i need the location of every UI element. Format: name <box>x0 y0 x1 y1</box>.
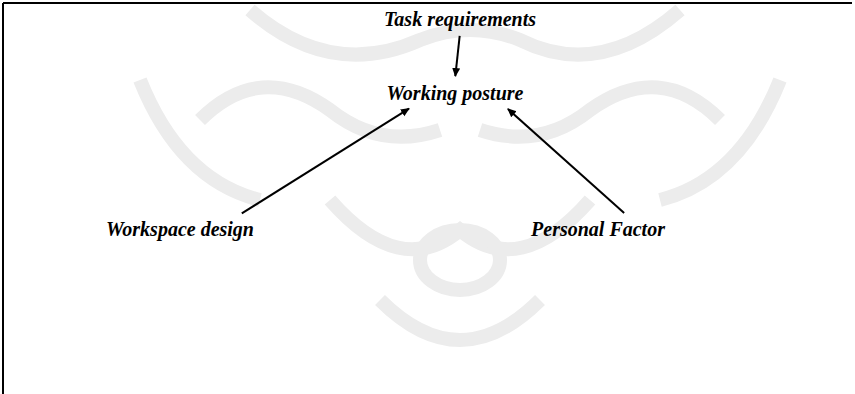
node-text: Task requirements <box>384 8 536 30</box>
arrow-connector <box>455 36 459 76</box>
factor-node: Working posture <box>383 79 528 107</box>
factor-node: Personal Factor <box>527 215 669 243</box>
frame-border <box>3 3 852 394</box>
node-text: Workspace design <box>106 218 254 240</box>
watermark-shape <box>140 10 780 340</box>
node-text: Working posture <box>387 82 524 104</box>
factor-node: Workspace design <box>102 215 258 243</box>
arrow-connector <box>242 109 409 214</box>
factor-node: Task requirements <box>380 5 540 33</box>
node-text: Personal Factor <box>531 218 665 240</box>
arrow-connector <box>508 109 624 213</box>
